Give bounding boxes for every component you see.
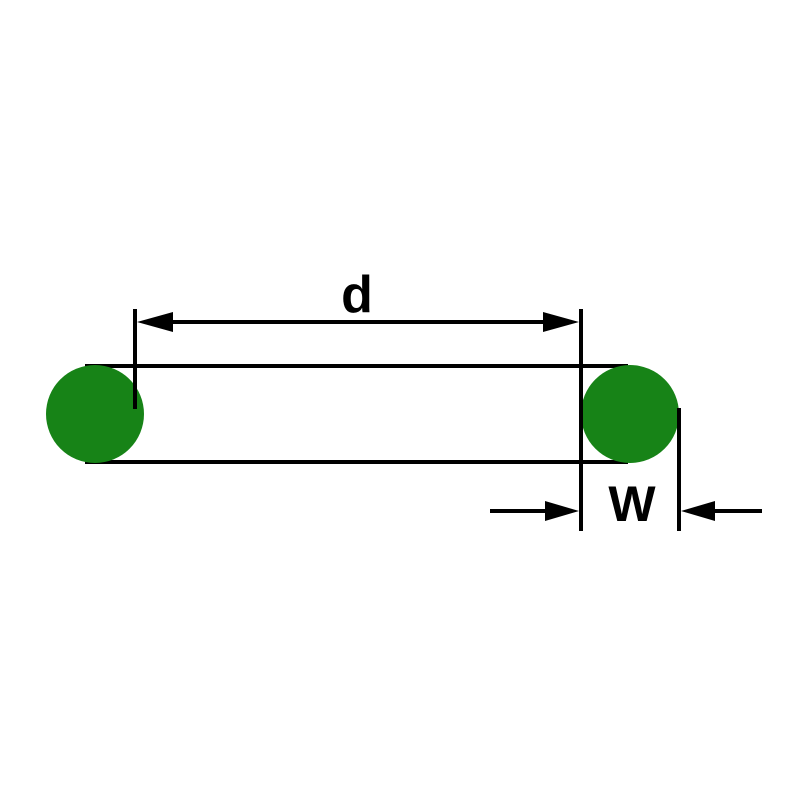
d-left-arrowhead-icon <box>137 312 173 332</box>
cross-section-width-dimension: W <box>490 476 762 532</box>
w-left-arrowhead-icon <box>545 501 579 521</box>
d-right-arrowhead-icon <box>543 312 579 332</box>
w-label: W <box>608 476 656 532</box>
inner-diameter-dimension: d <box>137 266 579 332</box>
oring-right-cross-section <box>581 365 679 463</box>
oring-left-cross-section <box>46 365 144 463</box>
d-label: d <box>341 266 373 324</box>
w-right-arrowhead-icon <box>681 501 715 521</box>
